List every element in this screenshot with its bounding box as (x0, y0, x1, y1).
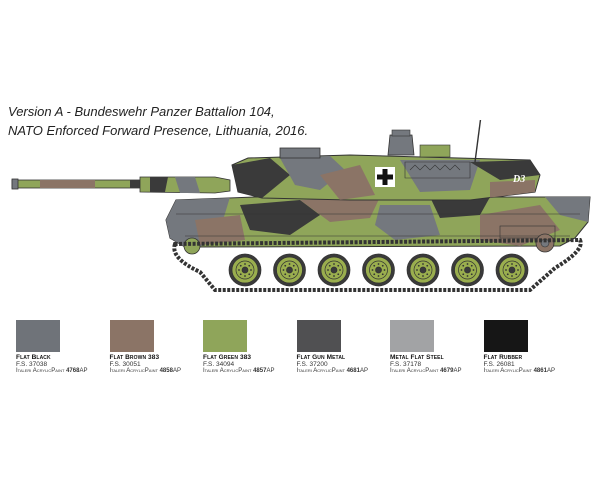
road-wheel (362, 253, 395, 287)
swatch-paint-code: Italeri AcrylicPaint 4679AP (390, 368, 464, 374)
paint-label: Italeri AcrylicPaint (483, 368, 534, 374)
caption-line-2: NATO Enforced Forward Presence, Lithuani… (8, 123, 309, 138)
paint-label: Italeri AcrylicPaint (390, 368, 441, 374)
paint-suffix: AP (453, 368, 462, 374)
turret (231, 120, 541, 201)
iron-cross-icon (375, 167, 395, 187)
paint-label: Italeri AcrylicPaint (296, 368, 347, 374)
swatch-fs-code: F.S. 34094 (203, 361, 235, 368)
paint-suffix: AP (79, 368, 88, 374)
track (172, 237, 583, 292)
paint-number: 4768 (66, 368, 80, 374)
paint-number: 4679 (440, 368, 454, 374)
paint-label: Italeri AcrylicPaint (16, 368, 67, 374)
caption-line-1: Version A - Bundeswehr Panzer Battalion … (8, 104, 275, 119)
paint-label: Italeri AcrylicPaint (109, 368, 160, 374)
road-wheel (406, 253, 440, 287)
paint-number: 4858 (159, 368, 173, 374)
swatch-fs-code: F.S. 26081 (483, 361, 515, 368)
swatch-paint-code: Italeri AcrylicPaint 4681AP (297, 368, 371, 374)
paint-suffix: AP (266, 368, 275, 374)
paint-number: 4681 (346, 368, 360, 374)
swatch-name: Flat Green 383 (203, 354, 252, 361)
swatch-chip (109, 320, 154, 352)
swatch-paint-code: Italeri AcrylicPaint 4857AP (203, 368, 277, 374)
gun-barrel (11, 176, 231, 194)
swatch-chip (203, 320, 247, 352)
road-wheel (273, 253, 306, 287)
swatch-chip (390, 320, 434, 352)
swatch-name: Flat Rubber (483, 354, 523, 361)
swatch-name: Metal Flat Steel (390, 354, 444, 361)
paint-suffix: AP (359, 368, 368, 374)
swatch-fs-code: F.S. 30051 (109, 361, 141, 368)
swatch-name: Flat Gun Metal (296, 354, 346, 361)
swatch-fs-code: F.S. 37178 (390, 361, 422, 368)
paint-number: 4861 (533, 368, 547, 374)
paint-number: 4857 (253, 368, 267, 374)
swatch-fs-code: F.S. 37200 (296, 361, 328, 368)
road-wheel (228, 253, 262, 287)
hull (165, 196, 591, 255)
paint-label: Italeri AcrylicPaint (203, 368, 254, 374)
swatch-name: Flat Black (16, 354, 51, 361)
paint-suffix: AP (546, 368, 555, 374)
turret-marking: D3 (512, 174, 525, 185)
swatch-name: Flat Brown 383 (109, 354, 160, 361)
swatch-fs-code: F.S. 37038 (16, 361, 48, 368)
version-caption: Version A - Bundeswehr Panzer Battalion … (8, 102, 308, 140)
swatch-chip (296, 320, 341, 352)
swatch-paint-code: Italeri AcrylicPaint 4861AP (484, 368, 558, 374)
paint-suffix: AP (172, 368, 181, 374)
swatch-chip (483, 320, 528, 352)
tank-side-profile: D3 (11, 120, 591, 292)
road-wheels (228, 253, 529, 287)
swatch-paint-code: Italeri AcrylicPaint 4768AP (16, 368, 90, 374)
swatch-chip (16, 320, 60, 352)
swatch-paint-code: Italeri AcrylicPaint 4858AP (110, 368, 184, 374)
road-wheel (317, 253, 351, 287)
road-wheel (451, 253, 484, 287)
road-wheel (495, 253, 529, 287)
